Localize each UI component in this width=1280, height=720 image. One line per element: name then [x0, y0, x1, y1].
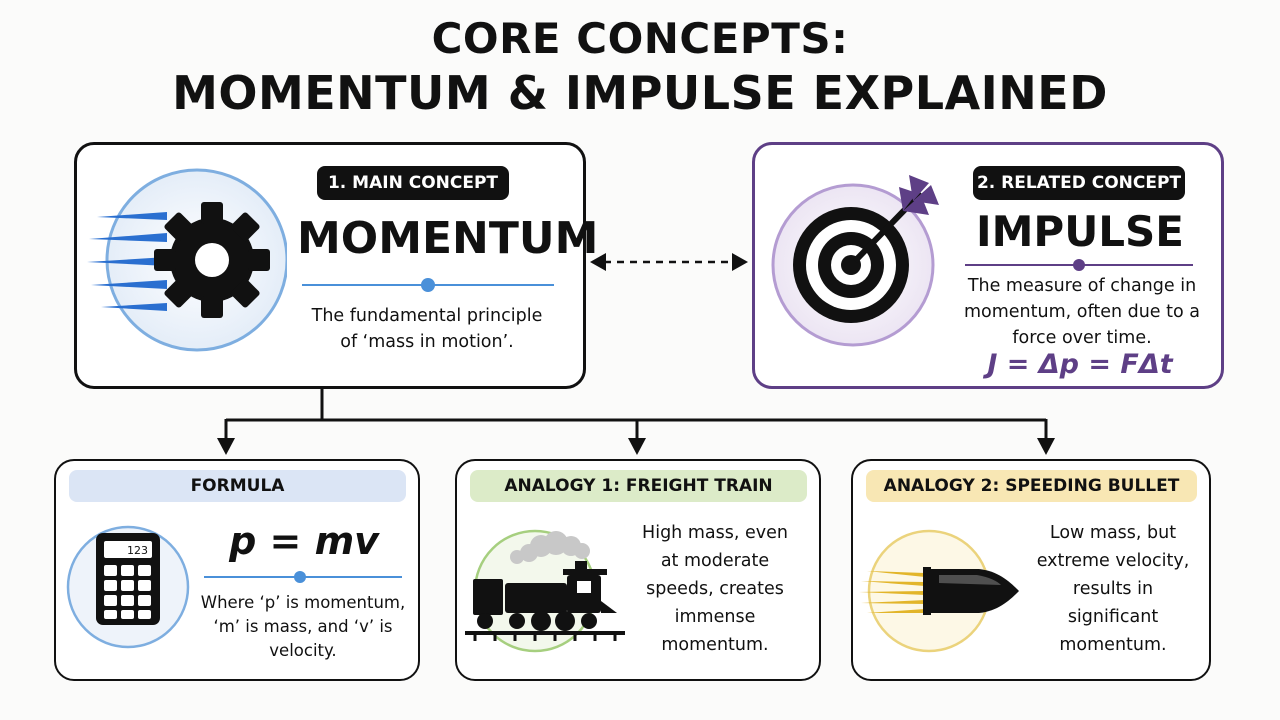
related-concept-description: The measure of change in momentum, often… — [963, 276, 1200, 348]
main-concept-card: 1. MAIN CONCEPT MOMENTUM The fundamental… — [74, 142, 599, 389]
main-concept-tag: 1. MAIN CONCEPT — [317, 166, 509, 200]
impulse-formula: J = Δp = FΔt — [987, 349, 1173, 380]
analogy-train-card: ANALOGY 1: FREIGHT TRAIN — [455, 459, 821, 681]
main-concept-description: The fundamental principle of ‘mass in mo… — [311, 306, 543, 352]
analogy-train-header: ANALOGY 1: FREIGHT TRAIN — [470, 470, 807, 502]
related-concept-name: IMPULSE — [975, 207, 1184, 256]
calculator-icon: 123 — [66, 513, 196, 653]
main-concept-name: MOMENTUM — [297, 213, 599, 264]
gear-icon — [87, 165, 287, 355]
calculator-display: 123 — [127, 544, 148, 557]
bullet-icon — [859, 513, 1029, 658]
related-concept-divider — [965, 259, 1193, 271]
related-concept-tag: 2. RELATED CONCEPT — [973, 166, 1185, 200]
main-concept-divider — [302, 278, 554, 292]
momentum-formula: p = mv — [229, 519, 379, 563]
formula-card-header: FORMULA — [69, 470, 406, 502]
page-title-line-1: CORE CONCEPTS: — [431, 14, 849, 63]
formula-description: Where ‘p’ is momentum, ‘m’ is mass, and … — [200, 593, 406, 660]
formula-card: FORMULA 123 p = mv Where ‘p’ is momentum… — [54, 459, 420, 681]
analogy-bullet-card: ANALOGY 2: SPEEDING BULLET Low mass, but… — [851, 459, 1211, 681]
formula-divider — [204, 571, 402, 583]
analogy-bullet-description: Low mass, but extreme velocity, results … — [1036, 523, 1190, 655]
target-icon — [763, 171, 953, 351]
analogy-train-description: High mass, even at moderate speeds, crea… — [642, 523, 788, 655]
related-concept-card: 2. RELATED CONCEPT IMPULSE The measure o… — [752, 142, 1224, 389]
analogy-bullet-header: ANALOGY 2: SPEEDING BULLET — [866, 470, 1197, 502]
page-title-line-2: MOMENTUM & IMPULSE EXPLAINED — [172, 66, 1108, 120]
train-icon — [465, 513, 630, 658]
